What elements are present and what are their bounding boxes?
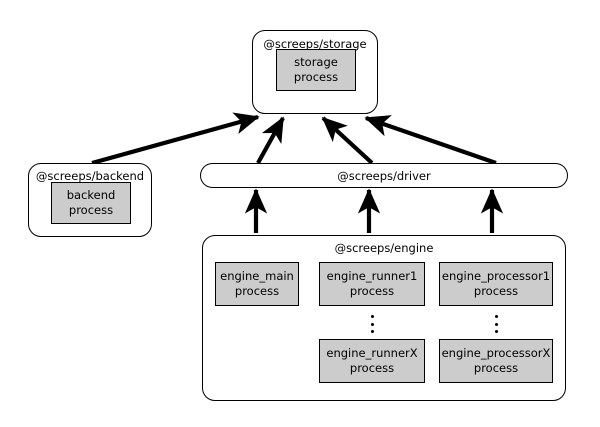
- process-storage-name: storage: [294, 55, 338, 70]
- arrow-backend-to-storage: [91, 112, 260, 166]
- package-driver-label: @screeps/driver: [337, 168, 431, 183]
- package-backend-label: @screeps/backend: [35, 169, 145, 183]
- process-engine-processor1-kind: process: [473, 284, 519, 298]
- process-storage-kind: process: [293, 70, 339, 84]
- process-engine-runnerX-kind: process: [349, 361, 395, 375]
- arrow-driver-to-storage-middle: [321, 116, 374, 165]
- package-driver[interactable]: @screeps/driver: [200, 163, 568, 188]
- process-backend-name: backend: [66, 188, 116, 203]
- process-engine-processorX-name: engine_processorX: [441, 346, 551, 361]
- package-backend[interactable]: @screeps/backend backend process: [28, 163, 152, 237]
- process-storage[interactable]: storage process: [276, 49, 356, 91]
- package-engine-label: @screeps/engine: [334, 241, 434, 255]
- process-engine-runner1-name: engine_runner1: [326, 269, 418, 284]
- arrow-driver-to-storage-right: [364, 115, 497, 165]
- vertical-dots-processor-icon: [491, 315, 501, 333]
- package-storage-label: @screeps/storage: [263, 37, 367, 51]
- process-engine-processorX[interactable]: engine_processorX process: [439, 339, 553, 383]
- process-engine-main[interactable]: engine_main process: [215, 262, 299, 306]
- vertical-dots-runner-icon: [367, 315, 377, 333]
- package-storage[interactable]: @screeps/storage storage process: [252, 30, 378, 114]
- process-backend[interactable]: backend process: [51, 182, 131, 224]
- arrow-driver-to-storage-left: [256, 116, 285, 165]
- process-engine-main-name: engine_main: [220, 269, 294, 284]
- process-engine-main-kind: process: [234, 284, 280, 298]
- process-engine-runner1-kind: process: [349, 284, 395, 298]
- process-engine-processor1[interactable]: engine_processor1 process: [439, 262, 553, 306]
- process-backend-kind: process: [68, 203, 114, 217]
- package-engine[interactable]: @screeps/engine engine_main process engi…: [202, 235, 566, 401]
- process-engine-runnerX[interactable]: engine_runnerX process: [319, 339, 425, 383]
- process-engine-runner1[interactable]: engine_runner1 process: [319, 262, 425, 306]
- process-engine-runnerX-name: engine_runnerX: [326, 346, 418, 361]
- process-engine-processorX-kind: process: [473, 361, 519, 375]
- process-engine-processor1-name: engine_processor1: [441, 269, 551, 284]
